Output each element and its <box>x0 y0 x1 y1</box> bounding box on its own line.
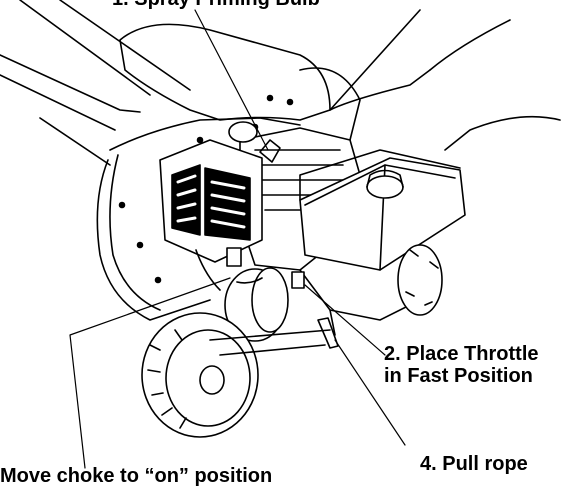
throttle-callout-line2: in Fast Position <box>384 365 533 387</box>
left-wheel <box>141 312 259 438</box>
handle-bars <box>0 0 191 166</box>
recoil-starter <box>224 267 289 342</box>
throttle-callout-line1: 2. Place Throttle <box>384 343 539 365</box>
machine-cover <box>109 9 561 151</box>
fuel-cap <box>366 175 404 199</box>
throttle-lever <box>291 271 305 289</box>
leader-lines <box>69 9 406 469</box>
choke-lever <box>226 247 242 267</box>
throttle-callout-label: 2. Place Throttle in Fast Position <box>384 343 539 387</box>
auger-housing <box>96 94 294 321</box>
oil-fill-cap <box>228 121 258 143</box>
fuel-tank <box>299 149 466 271</box>
air-filter-box <box>159 139 263 291</box>
right-wheel <box>397 244 443 316</box>
axle <box>209 329 331 356</box>
choke-callout-label: Move choke to “on” position <box>0 465 273 487</box>
prime-callout-label: 1. Spray Priming Bulb <box>112 0 320 10</box>
pull-rope-callout-label: 4. Pull rope <box>420 453 528 475</box>
